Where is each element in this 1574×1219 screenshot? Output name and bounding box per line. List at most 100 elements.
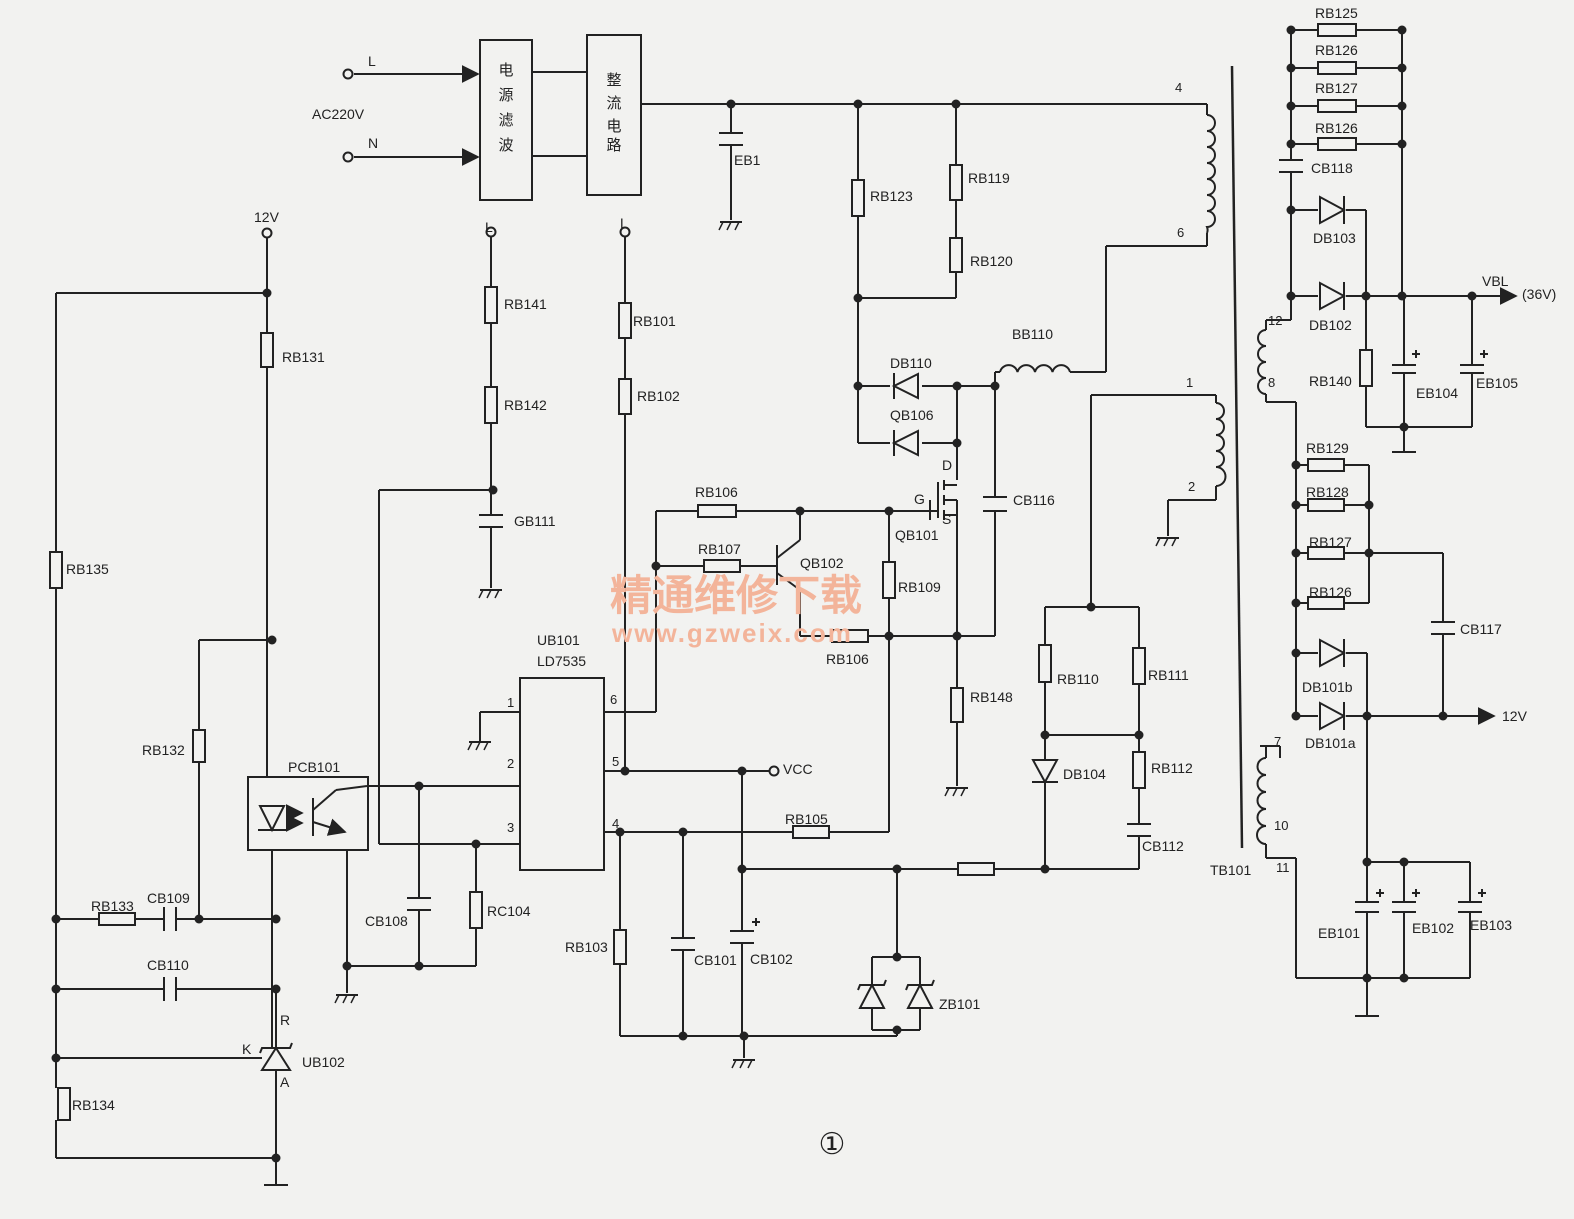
label-rb129: RB129 xyxy=(1306,440,1349,456)
label-cb110: CB110 xyxy=(147,957,189,973)
label-rb106-bottom: RB106 xyxy=(826,651,869,667)
label-cb102: CB102 xyxy=(750,951,793,967)
label-vbl: VBL xyxy=(1482,273,1509,289)
terminals xyxy=(261,68,780,777)
label-rb101: RB101 xyxy=(633,313,676,329)
label-pcb101: PCB101 xyxy=(288,759,340,775)
label-bb110: BB110 xyxy=(1012,326,1053,342)
component-labels: L N AC220V EB1 RB123 RB119 RB120 4 6 1 2… xyxy=(66,5,1556,1113)
label-eb101: EB101 xyxy=(1318,925,1360,941)
junction-dots xyxy=(51,25,1477,1163)
label-rc104: RC104 xyxy=(487,903,531,919)
ground-symbols xyxy=(264,221,1416,1186)
label-ub102: UB102 xyxy=(302,1054,345,1070)
label-pin10: 10 xyxy=(1274,818,1288,833)
label-rb125: RB125 xyxy=(1315,5,1358,21)
label-rb127-a: RB127 xyxy=(1315,80,1358,96)
label-ac220v: AC220V xyxy=(312,106,365,122)
label-cb109: CB109 xyxy=(147,890,190,906)
label-eb105: EB105 xyxy=(1476,375,1518,391)
svg-text:波: 波 xyxy=(498,136,513,154)
resistors xyxy=(49,23,1373,1121)
label-l2: L xyxy=(620,215,628,231)
label-zb101: ZB101 xyxy=(939,996,980,1012)
label-rb126-c: RB126 xyxy=(1309,584,1352,600)
label-pin11: 11 xyxy=(1276,860,1290,875)
label-rb133: RB133 xyxy=(91,898,134,914)
label-s: S xyxy=(942,511,951,527)
label-ld7535: LD7535 xyxy=(537,653,586,669)
label-db103: DB103 xyxy=(1313,230,1356,246)
label-rb126-b: RB126 xyxy=(1315,120,1358,136)
label-n-input: N xyxy=(368,135,378,151)
label-k: K xyxy=(242,1041,252,1057)
label-pin1: 1 xyxy=(1186,375,1193,390)
label-rb127-b: RB127 xyxy=(1309,534,1352,550)
svg-text:电: 电 xyxy=(606,117,621,135)
label-qb102: QB102 xyxy=(800,555,844,571)
label-eb1: EB1 xyxy=(734,152,761,168)
label-rb123: RB123 xyxy=(870,188,913,204)
svg-text:流: 流 xyxy=(606,94,621,112)
label-eb102: EB102 xyxy=(1412,920,1454,936)
label-pin4: 4 xyxy=(1175,80,1182,95)
label-rb107: RB107 xyxy=(698,541,741,557)
capacitors xyxy=(163,132,1488,1001)
label-pin8: 8 xyxy=(1268,375,1275,390)
label-a: A xyxy=(280,1074,290,1090)
label-db101b: DB101b xyxy=(1302,679,1353,695)
label-pin2: 2 xyxy=(1188,479,1195,494)
rectifier-block xyxy=(586,34,642,196)
label-ic-pin5: 5 xyxy=(612,754,619,769)
label-cb116: CB116 xyxy=(1013,492,1055,508)
label-rb148: RB148 xyxy=(970,689,1013,705)
label-rb112: RB112 xyxy=(1151,760,1193,776)
label-qb106: QB106 xyxy=(890,407,934,423)
label-cb117: CB117 xyxy=(1460,621,1502,637)
rectifier-label: 整 xyxy=(606,71,621,89)
label-qb101: QB101 xyxy=(895,527,939,543)
label-cb108: CB108 xyxy=(365,913,408,929)
label-rb119: RB119 xyxy=(968,170,1010,186)
diodes xyxy=(259,195,1347,1071)
power-filter-block xyxy=(479,39,533,201)
wires xyxy=(55,29,1510,1185)
label-rb111: RB111 xyxy=(1148,667,1189,683)
label-db101a: DB101a xyxy=(1305,735,1356,751)
label-rb110: RB110 xyxy=(1057,671,1099,687)
label-rb140: RB140 xyxy=(1309,373,1352,389)
label-l1: L xyxy=(485,219,493,235)
label-gb111: GB111 xyxy=(514,513,556,529)
label-pin7: 7 xyxy=(1274,734,1281,749)
svg-text:路: 路 xyxy=(606,136,621,154)
label-db110: DB110 xyxy=(890,355,932,371)
svg-text:滤: 滤 xyxy=(498,111,513,129)
svg-text:源: 源 xyxy=(498,86,513,104)
watermark-cn: 精通维修下载 xyxy=(610,571,862,620)
mosfet-qb101 xyxy=(930,480,958,520)
label-cb101: CB101 xyxy=(694,952,737,968)
label-db102: DB102 xyxy=(1309,317,1352,333)
label-l-input: L xyxy=(368,53,376,69)
label-rb103: RB103 xyxy=(565,939,608,955)
ic-ub101 xyxy=(519,677,605,871)
label-g: G xyxy=(914,491,925,507)
label-ic-pin1: 1 xyxy=(507,695,514,710)
label-pin12: 12 xyxy=(1268,313,1282,328)
label-ic-pin6: 6 xyxy=(610,692,617,707)
label-d: D xyxy=(942,457,952,473)
label-rb134: RB134 xyxy=(72,1097,115,1113)
label-cb112: CB112 xyxy=(1142,838,1184,854)
label-36v: (36V) xyxy=(1522,286,1556,302)
label-rb142: RB142 xyxy=(504,397,547,413)
label-rb109: RB109 xyxy=(898,579,941,595)
label-ub101: UB101 xyxy=(537,632,580,648)
label-cb118: CB118 xyxy=(1311,160,1353,176)
power-filter-label: 电 xyxy=(498,61,513,79)
label-rb131: RB131 xyxy=(282,349,325,365)
label-rb102: RB102 xyxy=(637,388,680,404)
label-rb126-a: RB126 xyxy=(1315,42,1358,58)
label-ic-pin4: 4 xyxy=(612,816,619,831)
led-icon xyxy=(258,805,286,833)
